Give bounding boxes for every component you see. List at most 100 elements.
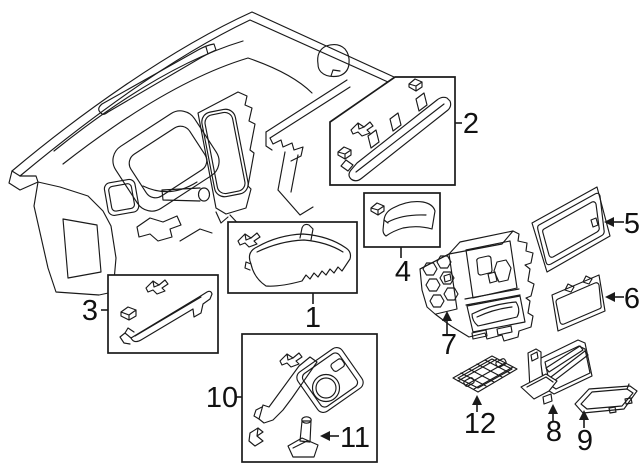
right-lower-edge (277, 189, 314, 216)
part-6-tab-a (564, 283, 575, 293)
part-8-bottom-tab (542, 393, 553, 405)
panel-right-end-edge (265, 79, 348, 133)
part-7-divider (464, 288, 521, 306)
lower-edge-lines-a (179, 228, 213, 242)
switch-cutout-b (487, 271, 498, 284)
part-9-tick (626, 383, 630, 390)
center-stack-opening-inner (204, 111, 246, 195)
callout-6-label: 6 (624, 283, 640, 315)
switch-cutout-a (476, 255, 493, 276)
callout-8[interactable]: 8 (546, 404, 562, 448)
switch-cutout-hex (493, 259, 512, 283)
callout-8-label: 8 (546, 416, 562, 448)
callout-7-label: 7 (441, 329, 457, 361)
callout-6[interactable]: 6 (605, 283, 640, 315)
part-4-display-visor-drawing (382, 201, 436, 237)
callout-10[interactable]: 10 (206, 382, 242, 414)
retainer-clip-icon (337, 146, 352, 160)
callout-1[interactable]: 1 (305, 293, 321, 334)
part-12-mesh-grille-drawing: 12 (452, 355, 518, 440)
part-9-rim (580, 388, 634, 410)
part-7-center-stack-housing-drawing: 7 (419, 230, 535, 361)
cowl-inner-edge (19, 19, 389, 177)
switch-opening-inner (108, 183, 136, 212)
part-7-bin-insert-line (476, 306, 513, 318)
panel-right-end-edge-2 (269, 86, 351, 139)
cluster-hood-opening (128, 125, 208, 199)
part-2-sill-trim-drawing (340, 92, 452, 182)
center-stack-tower-outline (197, 91, 256, 215)
part-8-slat-b (545, 345, 584, 373)
detail-box-4: 4 (363, 192, 441, 288)
part-1-cluster-trim-drawing (244, 223, 352, 287)
callout-9[interactable]: 9 (577, 410, 593, 457)
dash-surface-lower-curve (62, 57, 313, 165)
part-5-bezel-drawing: 5 (531, 186, 640, 273)
dash-surface-upper-curve (53, 40, 244, 152)
callout-5-label: 5 (624, 208, 640, 240)
cowl-side-flange (8, 170, 39, 191)
part-7-foot-b (496, 325, 513, 336)
part-12-hole-b (463, 377, 475, 387)
retainer-clip-icon (237, 232, 261, 248)
part-5-frame-inner-1 (537, 192, 605, 266)
part-12-hole-a (495, 358, 507, 368)
callout-11[interactable]: 11 (320, 422, 370, 454)
part-7-bin-insert (471, 301, 520, 327)
part-7-left-face (419, 253, 458, 315)
part-6-bezel-drawing: 6 (551, 274, 640, 332)
callout-2[interactable]: 2 (455, 108, 479, 140)
driver-lower-panel (33, 181, 117, 296)
arrow-left-icon (320, 431, 330, 441)
cluster-hood-depth-line (142, 181, 198, 193)
callout-3[interactable]: 3 (82, 295, 108, 327)
lower-edge-spike (215, 211, 229, 224)
retainer-clip-icon (120, 306, 137, 321)
cluster-hood-outer (112, 110, 220, 212)
callout-4[interactable]: 4 (395, 247, 411, 288)
speaker-grille-notch (330, 69, 341, 77)
callout-12-label: 12 (464, 408, 496, 440)
part-6-tab-b (582, 275, 593, 285)
detail-box-2: 2 (329, 76, 479, 186)
honeycomb-vent-pattern (422, 255, 459, 308)
arrow-left-icon (605, 292, 615, 302)
retainer-clip-icon (350, 121, 374, 137)
part-9-tray-lid-drawing: 9 (574, 383, 638, 457)
callout-5[interactable]: 5 (604, 208, 640, 240)
arrow-up-icon (442, 311, 452, 321)
detail-box-1: 1 (227, 221, 358, 334)
steering-column-shaft (161, 187, 211, 202)
callout-3-label: 3 (82, 295, 98, 327)
callout-11-label: 11 (340, 422, 370, 454)
right-lower-rib-b (290, 154, 299, 193)
part-5-frame-inner-2 (542, 201, 600, 258)
callout-2-label: 2 (463, 108, 479, 140)
part-6-frame-inner (555, 282, 602, 325)
arrow-up-icon (472, 395, 482, 405)
part-9-tab-b (608, 406, 617, 414)
retainer-clip-icon (279, 352, 303, 368)
part-9-tab-a (624, 397, 633, 405)
part-3-sill-trim-drawing (119, 290, 213, 345)
callout-7[interactable]: 7 (441, 311, 457, 361)
cowl-outer-edge (11, 11, 395, 172)
speaker-grille-outline (317, 43, 350, 78)
part-5-notch (590, 217, 599, 228)
part-7-foot-a (471, 329, 488, 340)
part-8-base-line (526, 376, 554, 388)
callout-12[interactable]: 12 (464, 395, 496, 440)
part-8-storage-bin-drawing: 8 (520, 339, 593, 448)
lower-bracket (136, 215, 182, 242)
center-stack-opening-outer (201, 108, 249, 198)
fuse-panel-cutout (62, 218, 102, 279)
panel-right-end-corner (265, 131, 273, 151)
detail-box-1-frame (227, 221, 358, 294)
detail-box-3: 3 (82, 274, 219, 354)
detail-box-4-frame (363, 192, 441, 248)
switch-opening-outer (103, 178, 140, 216)
defroster-vent-notch (205, 46, 209, 55)
part-8-bracket-hole (530, 351, 539, 362)
